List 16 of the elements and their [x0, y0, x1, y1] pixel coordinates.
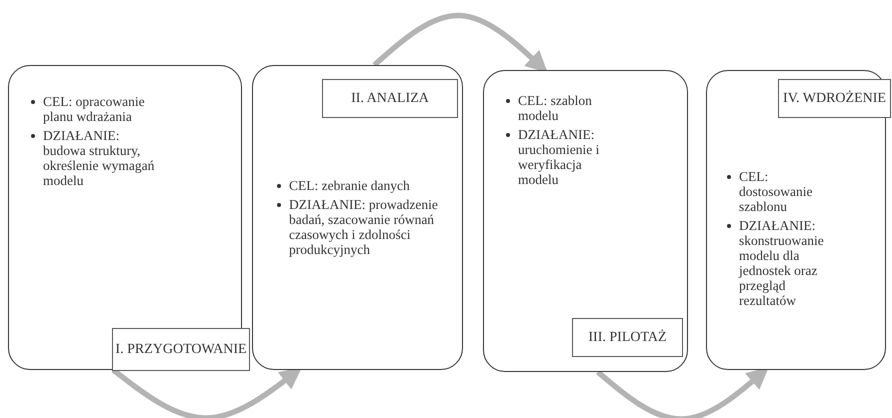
stage-title-box: I. PRZYGOTOWANIE — [112, 328, 250, 371]
stage-panel — [483, 70, 688, 372]
bullet-text: CEL: zebranie danych — [289, 178, 410, 193]
stage-title-box: III. PILOTAŻ — [572, 318, 683, 357]
bullet-text: CEL: dostosowanie szablonu — [739, 169, 814, 214]
bullet-text: DZIAŁANIE: budowa struktury, określenie wymagań modelu — [43, 128, 156, 188]
curved-arrow — [596, 367, 769, 418]
curved-arrow — [112, 367, 302, 418]
bullet-text: DZIAŁANIE: uruchomienie i weryfikacja modelu — [518, 127, 600, 187]
bullet-text: CEL: szablon modelu — [518, 93, 593, 123]
bullet-text: CEL: opracowanie planu wdrażania — [43, 94, 146, 124]
bullet-text: DZIAŁANIE: skonstruowanie modelu dla jednostek oraz przegląd rezultatów — [739, 218, 825, 308]
stage-title-box: II. ANALIZA — [322, 79, 458, 118]
stage-panel — [706, 70, 886, 370]
stage-panel — [252, 65, 463, 370]
bullet-text: DZIAŁANIE: prowadzenie badań, szacowanie równań czasowych i zdolności produkcyjnych — [289, 197, 439, 257]
